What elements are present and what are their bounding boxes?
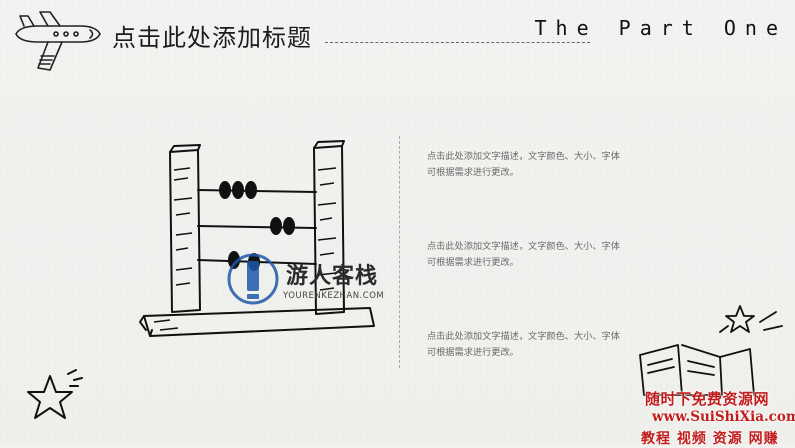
text-block-2-line2: 可根据需求进行更改。 (427, 257, 519, 268)
abacus-illustration (139, 140, 375, 337)
text-block-1[interactable]: 点击此处添加文字描述，文字颜色、大小、字体 可根据需求进行更改。 (427, 149, 667, 181)
vertical-divider (399, 136, 400, 368)
text-block-1-line2: 可根据需求进行更改。 (427, 167, 519, 178)
slide-title[interactable]: 点击此处添加标题 (112, 24, 312, 52)
text-block-1-line1: 点击此处添加文字描述，文字颜色、大小、字体 (427, 151, 620, 162)
book-doodle-icon (639, 344, 755, 396)
text-block-3[interactable]: 点击此处添加文字描述，文字颜色、大小、字体 可根据需求进行更改。 (427, 329, 667, 361)
corner-watermark-line1: 随时下免费资源网 (645, 390, 770, 408)
watermark-subtitle: YOURENKEZHAN.COM (283, 291, 385, 301)
title-dashed-line (325, 42, 590, 43)
small-star-icon (719, 305, 783, 333)
star-icon (27, 369, 83, 419)
part-label: The Part One (534, 16, 787, 40)
airplane-icon (15, 11, 101, 71)
corner-watermark-line2: www.SuiShiXia.com (652, 409, 795, 425)
text-block-2[interactable]: 点击此处添加文字描述，文字颜色、大小、字体 可根据需求进行更改。 (427, 239, 667, 271)
corner-watermark-line3: 教程 视频 资源 网赚 (641, 431, 779, 447)
text-block-3-line1: 点击此处添加文字描述，文字颜色、大小、字体 (427, 331, 620, 342)
watermark-logo-icon (227, 253, 279, 305)
text-block-3-line2: 可根据需求进行更改。 (427, 347, 519, 358)
watermark-title: 游人客栈 (286, 264, 379, 289)
text-block-2-line1: 点击此处添加文字描述，文字颜色、大小、字体 (427, 241, 620, 252)
